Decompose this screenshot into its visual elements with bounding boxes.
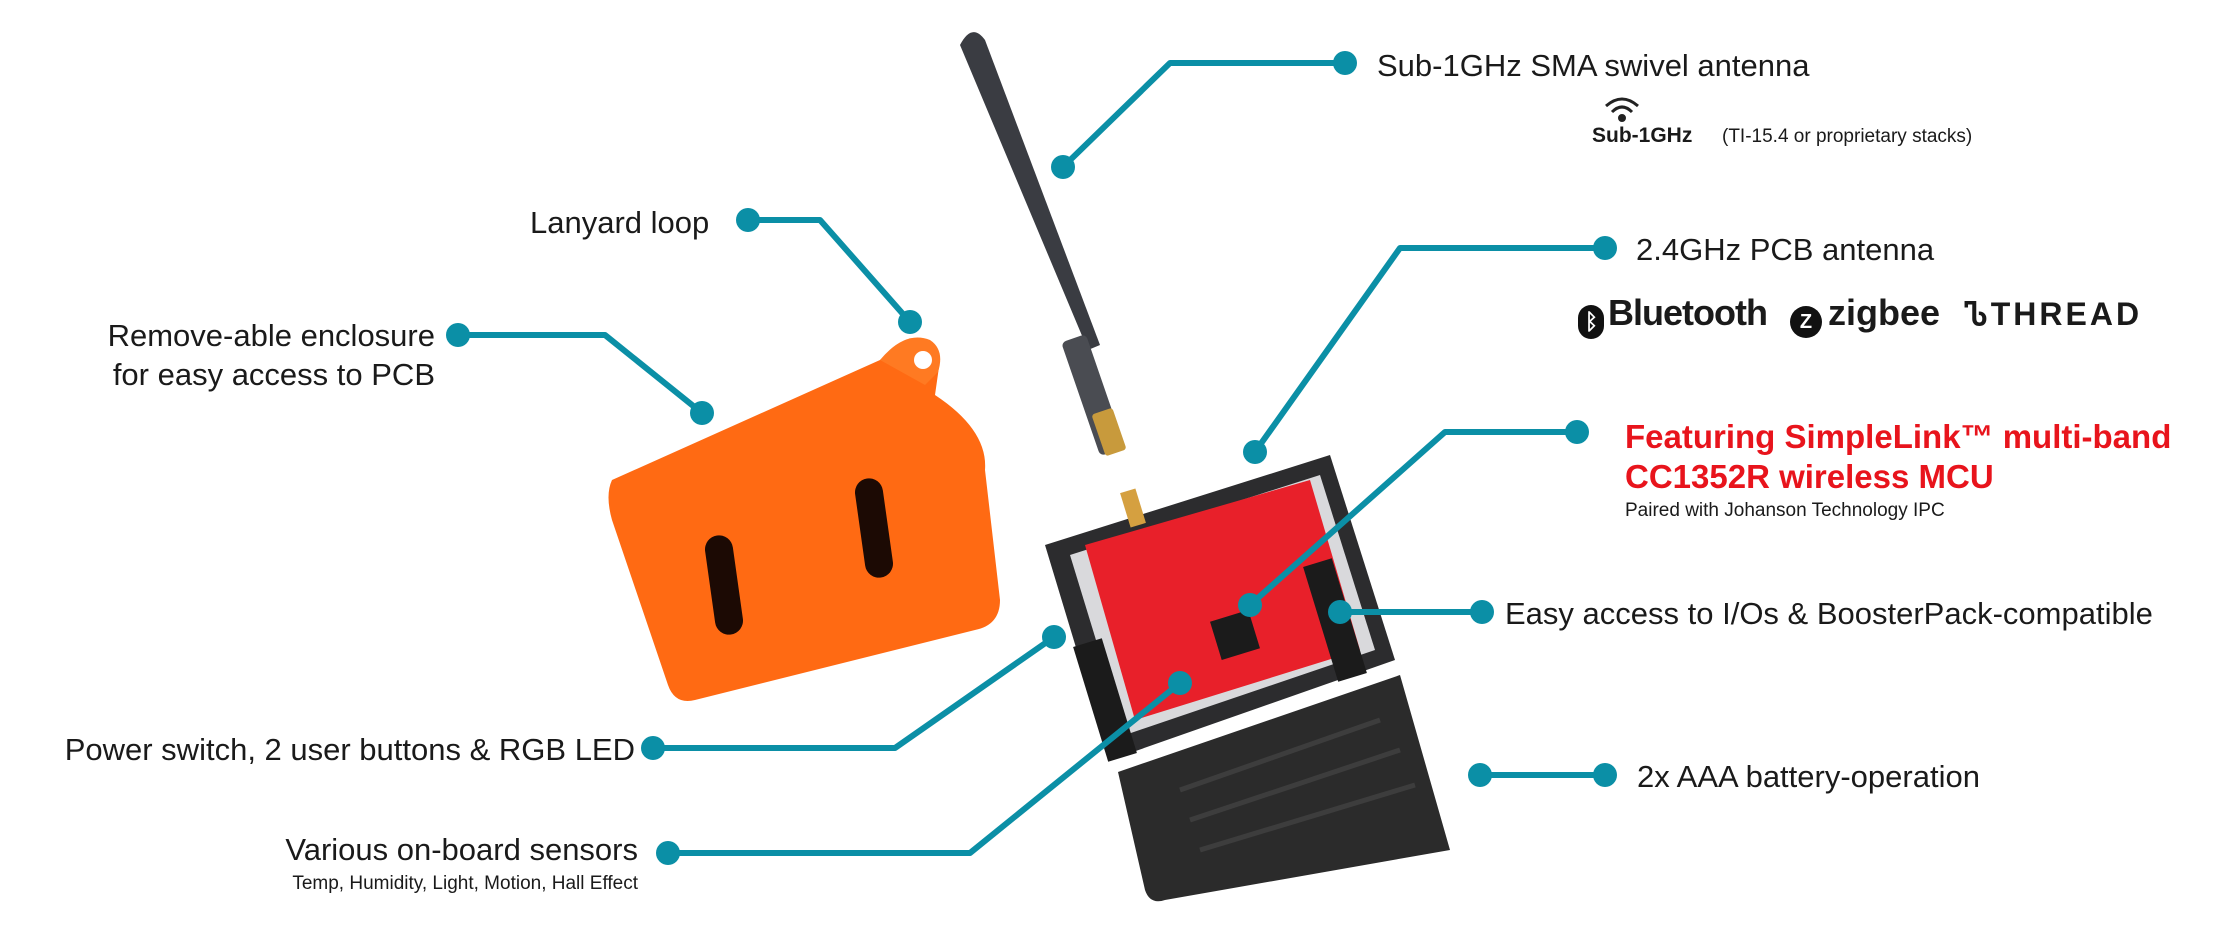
callout-enclosure-line1: Remove-able enclosure	[107, 318, 435, 353]
thread-icon: Ꮦ	[1965, 296, 1991, 332]
callout-sensors-list: Temp, Humidity, Light, Motion, Hall Effe…	[292, 873, 638, 894]
callout-lanyard: Lanyard loop	[530, 205, 710, 240]
sma-antenna	[960, 32, 1126, 456]
pcb	[1085, 480, 1360, 720]
enclosure-slot	[704, 535, 744, 635]
callout-featuring-line1: Featuring SimpleLink™ multi-band	[1625, 418, 2172, 455]
callout-battery: 2x AAA battery-operation	[1637, 759, 1980, 794]
callout-pcb-antenna: 2.4GHz PCB antenna	[1636, 232, 1935, 267]
callout-sub1ghz-antenna: Sub-1GHz SMA swivel antenna	[1377, 48, 1810, 83]
callout-ios: Easy access to I/Os & BoosterPack-compat…	[1505, 596, 2153, 631]
board-housing	[1045, 455, 1450, 902]
lanyard-hole	[914, 351, 932, 369]
callout-featuring-line3: Paired with Johanson Technology IPC	[1625, 500, 1945, 521]
wireless-icon	[1605, 97, 1639, 122]
zigbee-icon: Z	[1790, 306, 1822, 338]
mcu-chip	[1210, 610, 1260, 660]
thread-logo: ᏖTHREAD	[1965, 296, 2143, 332]
callout-featuring-line2: CC1352R wireless MCU	[1625, 458, 1994, 495]
callout-enclosure-line2: for easy access to PCB	[112, 357, 435, 392]
sub1ghz-logo: Sub-1GHz	[1592, 124, 1693, 147]
enclosure-slot	[854, 478, 894, 578]
sub1ghz-note: (TI-15.4 or proprietary stacks)	[1722, 126, 1973, 147]
bluetooth-icon: ᛒ	[1578, 305, 1604, 339]
callout-power: Power switch, 2 user buttons & RGB LED	[64, 732, 635, 767]
callout-dots	[446, 51, 1617, 865]
enclosure	[608, 337, 1000, 701]
callout-sensors: Various on-board sensors	[285, 832, 638, 867]
callout-lines	[458, 60, 1605, 856]
